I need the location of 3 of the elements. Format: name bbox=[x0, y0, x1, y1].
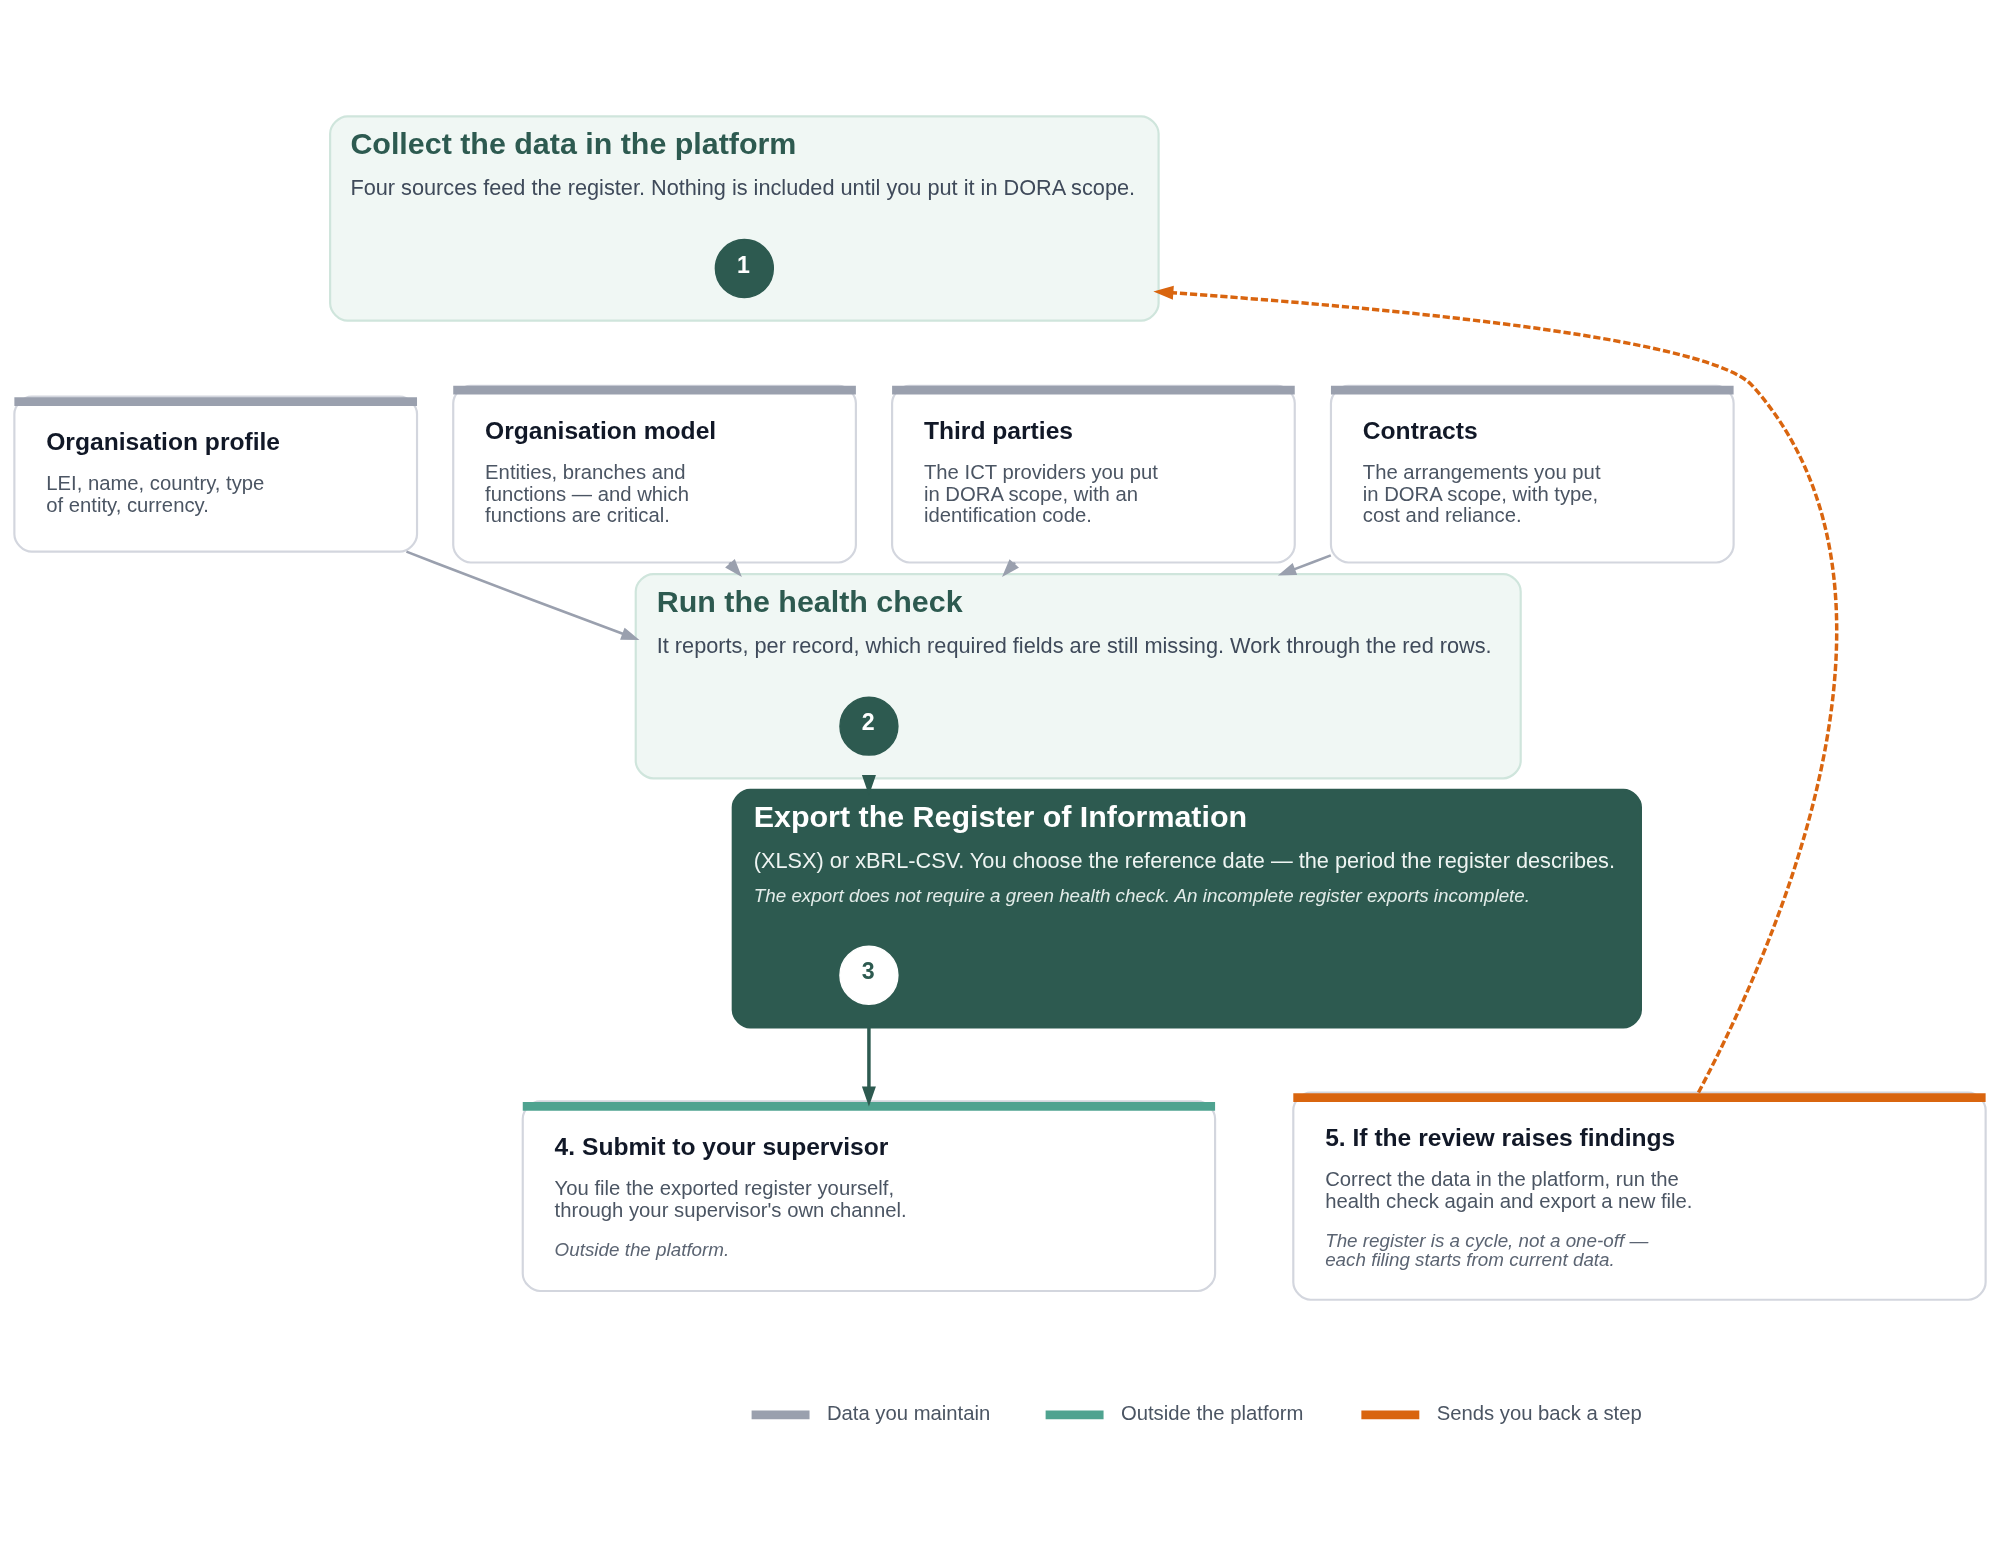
legend-label: Outside the platform bbox=[1120, 1401, 1304, 1424]
legend-label: Data you maintain bbox=[826, 1401, 991, 1424]
legend-label: Sends you back a step bbox=[1436, 1401, 1642, 1424]
